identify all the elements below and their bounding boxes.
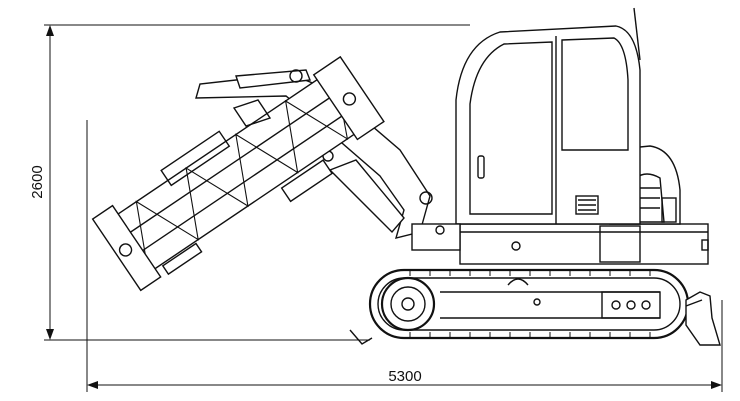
width-label: 5300 — [388, 368, 421, 385]
mast-foot — [349, 329, 373, 345]
bottom-sheave — [342, 92, 357, 106]
track-guard — [507, 278, 529, 286]
sprocket-center — [401, 297, 415, 311]
dozer-blade — [685, 291, 721, 346]
idler-bolt-3 — [641, 300, 651, 310]
track-roller-mark — [533, 298, 541, 306]
track-shoe-marks — [409, 270, 651, 338]
sprocket-hub — [390, 286, 426, 322]
cab-rear-window — [561, 37, 629, 151]
idler-bolt-1 — [611, 300, 621, 310]
height-arrow-bottom — [46, 329, 54, 340]
drill-mast — [91, 55, 385, 292]
height-dimension: 2600 — [29, 24, 470, 341]
mast-base-clamp — [312, 55, 385, 141]
height-label: 2600 — [29, 165, 46, 198]
body-bolt — [511, 241, 521, 251]
arm-cylinder — [328, 159, 405, 234]
track-inner — [377, 277, 681, 331]
boom-cylinder — [235, 69, 311, 89]
drive-sprocket — [380, 276, 436, 332]
boom-pin — [289, 69, 303, 83]
door-handle — [477, 155, 485, 179]
blade-arm — [685, 299, 703, 307]
mast-top-head — [91, 204, 162, 292]
cab-frame — [455, 25, 641, 225]
boom-foot-pin — [419, 191, 433, 205]
swing-pin — [435, 225, 445, 235]
blade-shape — [685, 291, 721, 346]
cab-vent — [575, 195, 599, 215]
top-sheave — [118, 243, 133, 257]
feed-cylinder — [280, 159, 334, 203]
mast-frame — [110, 72, 365, 275]
idler-block — [601, 291, 661, 319]
height-arrow-top — [46, 25, 54, 36]
width-dimension: 5300 — [86, 120, 723, 392]
idler-bolt-2 — [626, 300, 636, 310]
rear-step — [661, 197, 677, 223]
cab-door-window — [469, 41, 553, 215]
crawler-track — [368, 268, 690, 340]
width-arrow-right — [711, 381, 722, 389]
mast-rail-1 — [123, 90, 340, 238]
turntable-body — [459, 223, 709, 265]
width-arrow-left — [87, 381, 98, 389]
antenna — [633, 7, 641, 61]
side-panel — [599, 225, 641, 263]
operator-cab — [455, 7, 641, 225]
rotary-head — [160, 130, 231, 187]
mast-mount — [232, 99, 272, 127]
hose-bracket — [161, 242, 203, 276]
mast-lattice — [135, 89, 349, 274]
rear-light — [701, 239, 709, 251]
